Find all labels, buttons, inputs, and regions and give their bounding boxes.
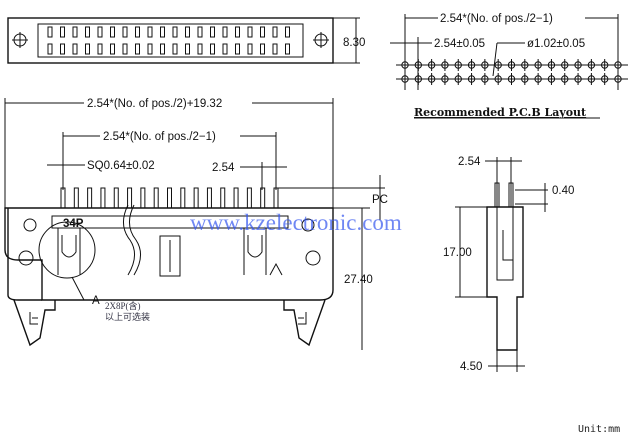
top-pin (147, 43, 153, 55)
top-pin (122, 43, 128, 55)
header-pin (260, 187, 266, 209)
pin-span-dim: 2.54*(No. of pos./2−1) (103, 131, 216, 143)
header-pin (140, 187, 146, 209)
header-pin (273, 187, 279, 209)
note-line-1: 2X8P(含) (105, 300, 141, 311)
top-pin (147, 26, 153, 38)
top-pin (47, 43, 53, 55)
top-pin (285, 26, 290, 38)
pcb-layout-title: Recommended P.C.B Layout (414, 106, 587, 119)
header-pin (246, 187, 252, 209)
top-height-dim: 8.30 (343, 37, 365, 49)
note-line-2: 以上可选装 (105, 311, 150, 322)
header-pin (60, 187, 66, 209)
top-pin (135, 26, 140, 38)
top-pin (285, 43, 290, 55)
unit-label: Unit:mm (578, 424, 620, 435)
top-pin (272, 43, 278, 55)
pc-label: PC (372, 194, 388, 206)
top-pin (97, 26, 103, 38)
pin-size-dim: SQ0.64±0.02 (87, 160, 155, 172)
header-pin (73, 187, 79, 209)
top-pin (210, 43, 215, 55)
top-pin (85, 43, 90, 55)
header-pin (206, 187, 212, 209)
height-dim: 27.40 (344, 274, 373, 286)
top-pin (135, 43, 140, 55)
pcb-layout: 2.54*(No. of pos./2−1) 2.54±0.05 ø1.02±0… (390, 13, 628, 119)
header-pin (180, 187, 186, 209)
top-pin (197, 26, 203, 38)
header-pin (87, 187, 93, 209)
pcb-span-dim: 2.54*(No. of pos./2−1) (440, 13, 553, 25)
top-pin (160, 26, 165, 38)
pcb-pitch-dim: 2.54±0.05 (434, 38, 485, 50)
pin-count-label: 34P (63, 218, 84, 230)
top-pin (235, 43, 240, 55)
header-pin (193, 187, 199, 209)
top-pin (122, 26, 128, 38)
detail-a-label: A (92, 295, 100, 307)
top-pin (247, 43, 253, 55)
top-pin (85, 26, 90, 38)
side-pitch-dim: 2.54 (458, 156, 481, 168)
top-pin (110, 26, 115, 38)
side-height-dim: 17.00 (443, 247, 472, 259)
top-pin (235, 26, 240, 38)
top-pin (185, 26, 190, 38)
overall-width-dim: 2.54*(No. of pos./2)+19.32 (87, 98, 222, 110)
top-pin (222, 26, 228, 38)
top-pin (247, 26, 253, 38)
side-pin-dim: 0.40 (552, 185, 574, 197)
header-pin (113, 187, 119, 209)
top-pin (72, 43, 78, 55)
top-pin (210, 26, 215, 38)
header-pin (233, 187, 239, 209)
top-pin (97, 43, 103, 55)
header-pin (100, 187, 106, 209)
top-pin (185, 43, 190, 55)
top-pin (260, 43, 265, 55)
top-pin (110, 43, 115, 55)
front-view: 2.54*(No. of pos./2)+19.32 2.54*(No. of … (4, 98, 388, 350)
top-pin (260, 26, 265, 38)
header-pin (167, 187, 172, 209)
top-pin (60, 26, 65, 38)
pitch-dim: 2.54 (212, 162, 235, 174)
top-pin (160, 43, 165, 55)
header-pin (153, 187, 159, 209)
top-pin (172, 43, 178, 55)
top-pin (47, 26, 53, 38)
header-pin (127, 187, 133, 209)
top-pin (197, 43, 203, 55)
side-view: 2.54 0.40 17.00 4.50 (443, 156, 574, 373)
watermark: www.kzelectronic.com (190, 210, 402, 235)
pcb-hole-dim: ø1.02±0.05 (527, 38, 585, 50)
top-view: 8.30 (7, 17, 365, 64)
top-pin (222, 43, 228, 55)
top-pin (72, 26, 78, 38)
top-pin (172, 26, 178, 38)
top-pin (272, 26, 278, 38)
side-width-dim: 4.50 (460, 361, 482, 373)
top-pin (60, 43, 65, 55)
header-pin (220, 187, 226, 209)
